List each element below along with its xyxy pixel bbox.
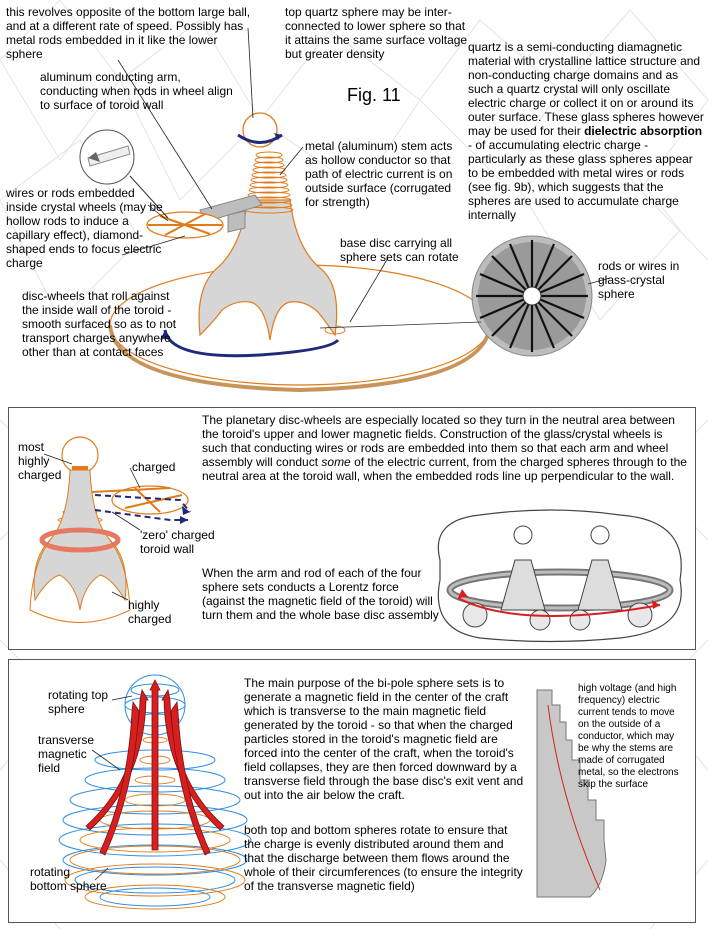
note-rods-glass-sphere: rods or wires in glass-crystal sphere bbox=[598, 259, 680, 301]
label-transverse-field: transverse magnetic field bbox=[38, 733, 95, 775]
note-metal-stem: metal (aluminum) stem acts as hollow con… bbox=[305, 139, 453, 209]
middle-paragraph-1: The planetary disc-wheels are especially… bbox=[202, 413, 687, 483]
glass-crystal-sphere bbox=[319, 235, 593, 357]
label-charged: charged bbox=[132, 460, 176, 474]
sphere-set-body bbox=[198, 112, 338, 341]
side-note-corrugated: high voltage (and high frequency) electr… bbox=[578, 683, 679, 790]
note-quartz: quartz is a semi-conducting diamagnetic … bbox=[468, 40, 704, 222]
label-zero-charged: 'zero' charged toroid wall bbox=[140, 528, 215, 556]
note-disc-wheels: disc-wheels that roll against the inside… bbox=[22, 289, 177, 359]
note-aluminum-arm: aluminum conducting arm, conducting when… bbox=[40, 70, 233, 112]
note-top-left: this revolves opposite of the bottom lar… bbox=[6, 5, 251, 61]
middle-paragraph-2: When the arm and rod of each of the four… bbox=[202, 566, 439, 622]
label-rotating-bottom-sphere: rotating bottom sphere bbox=[30, 865, 107, 893]
corrugated-stem-detail bbox=[536, 689, 607, 898]
wire-detail-magnifier bbox=[79, 129, 169, 219]
note-wires-rods: wires or rods embedded inside crystal wh… bbox=[6, 186, 163, 270]
note-top-quartz: top quartz sphere may be inter-connected… bbox=[285, 5, 468, 61]
figure-label: Fig. 11 bbox=[347, 85, 401, 105]
label-rotating-top-sphere: rotating top sphere bbox=[48, 688, 109, 716]
label-highly-charged: highly charged bbox=[128, 598, 172, 626]
saucer-assembly bbox=[437, 509, 682, 643]
note-base-disc: base disc carrying all sphere sets can r… bbox=[340, 236, 459, 264]
rotation-arrow bbox=[163, 329, 340, 358]
label-most-highly-charged: most highly charged bbox=[18, 440, 62, 482]
bottom-paragraph-2: both top and bottom spheres rotate to en… bbox=[244, 823, 523, 893]
disc-wheel bbox=[146, 211, 224, 239]
bottom-paragraph-1: The main purpose of the bi-pole sphere s… bbox=[244, 676, 524, 802]
